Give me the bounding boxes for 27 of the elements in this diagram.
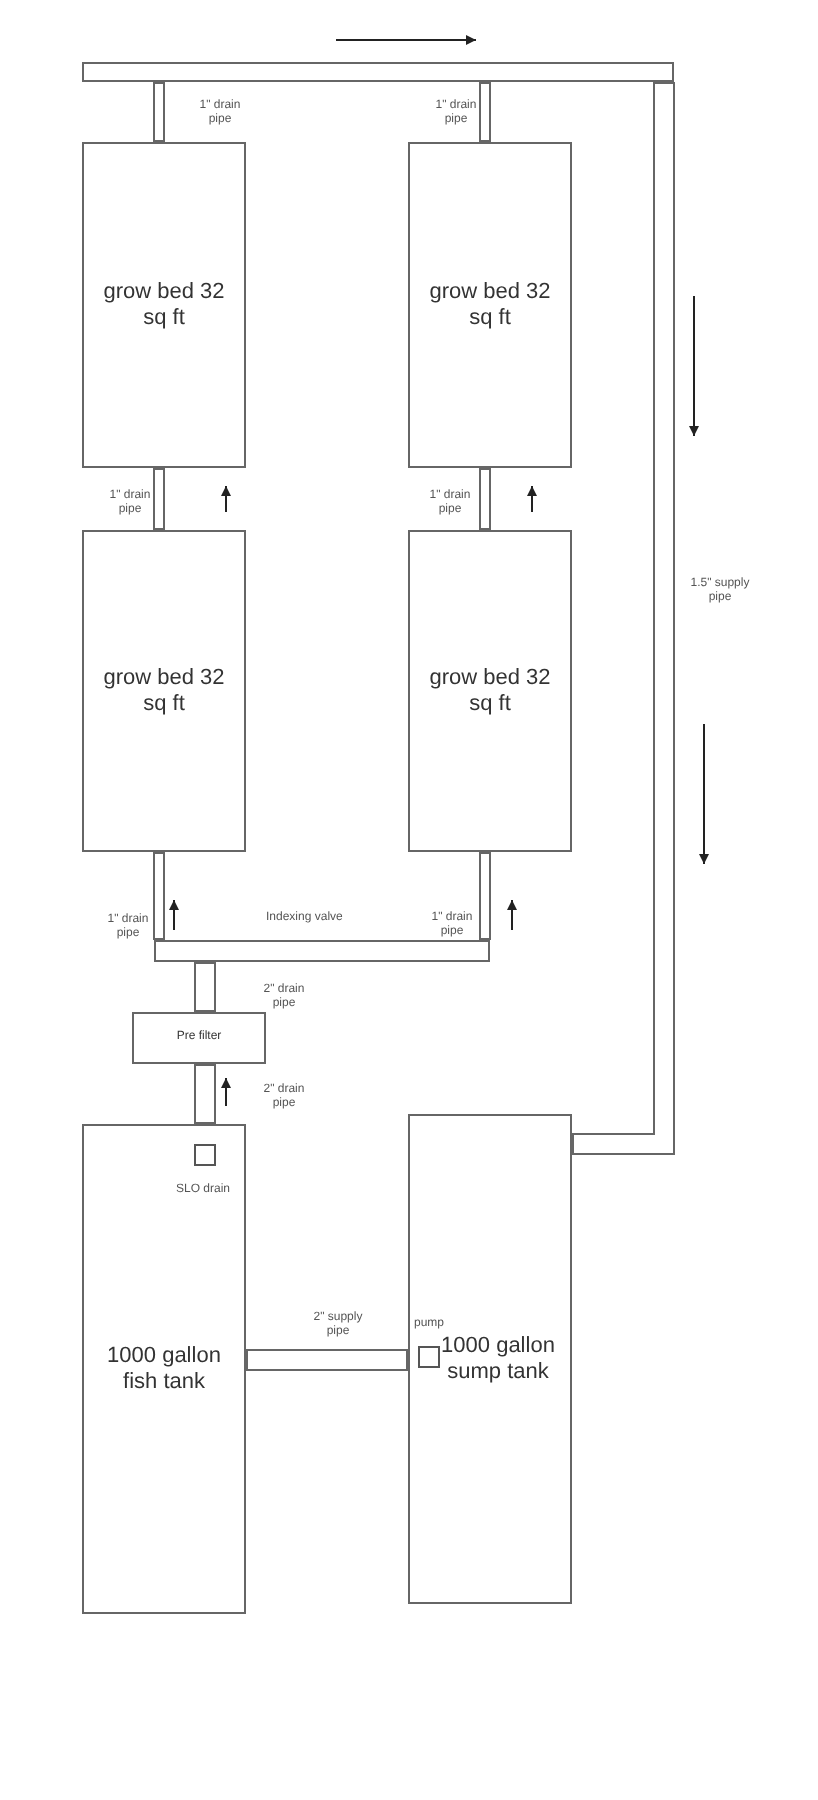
grow-bed [408, 142, 572, 468]
grow-bed [408, 530, 572, 852]
pipe [246, 1349, 408, 1371]
header-pipe [82, 62, 674, 82]
pipe [153, 82, 165, 142]
pipe [194, 1064, 216, 1124]
sump-tank-label: 1000 gallon sump tank [439, 1333, 557, 1385]
grow-bed [82, 142, 246, 468]
grow-bed-label: grow bed 32 sq ft [427, 279, 553, 331]
grow-bed-label: grow bed 32 sq ft [427, 665, 553, 717]
filter-box [132, 1012, 266, 1064]
drain-box [194, 1144, 216, 1166]
fish-tank [82, 1124, 246, 1614]
grow-bed-label: grow bed 32 sq ft [101, 279, 227, 331]
sump-tank [408, 1114, 572, 1604]
grow-bed [82, 530, 246, 852]
pipe [153, 468, 165, 530]
pipe [479, 82, 491, 142]
pipe [572, 82, 675, 1155]
grow-bed-label: grow bed 32 sq ft [101, 665, 227, 717]
fish-tank-label: 1000 gallon fish tank [105, 1343, 223, 1395]
pump-box [418, 1346, 440, 1368]
pipe [479, 468, 491, 530]
pipe [194, 962, 216, 1012]
pipe [153, 852, 165, 940]
pipe [479, 852, 491, 940]
manifold-pipe [154, 940, 490, 962]
